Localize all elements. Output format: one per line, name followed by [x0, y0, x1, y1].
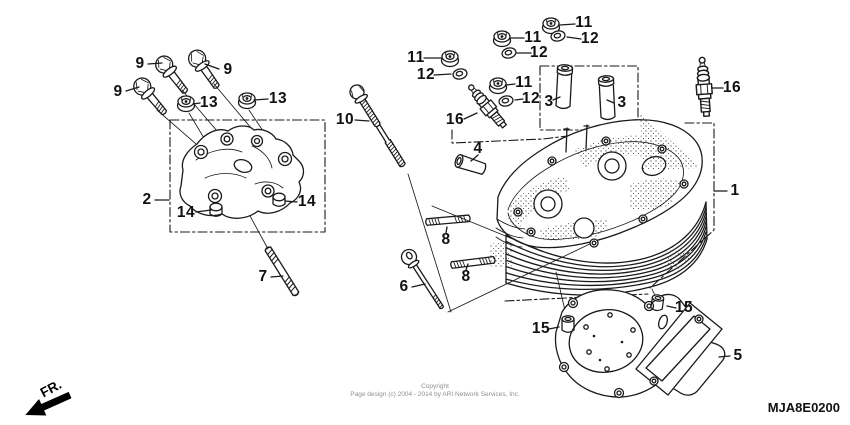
callout-3b: 3: [617, 94, 627, 111]
callout-11a: 11: [407, 49, 425, 66]
callout-9b: 9: [223, 61, 233, 78]
diagram-code: MJA8E0200: [767, 400, 840, 415]
copyright-line1: Copyright: [421, 383, 449, 390]
callout-11d: 11: [515, 74, 533, 91]
callout-4: 4: [473, 140, 483, 157]
callout-15b: 15: [674, 299, 694, 316]
callout-13b: 13: [268, 90, 288, 107]
callout-13a: 13: [199, 94, 219, 111]
callout-7: 7: [258, 268, 268, 285]
callout-2: 2: [142, 191, 152, 208]
callout-16b: 16: [722, 79, 742, 96]
stud-8-drawings: [424, 214, 496, 270]
callout-15a: 15: [531, 320, 551, 337]
callout-5: 5: [733, 347, 743, 364]
callout-ticks: [125, 23, 731, 358]
callout-8b: 8: [461, 268, 471, 285]
callout-10: 10: [335, 111, 355, 128]
callout-9c: 9: [113, 83, 123, 100]
callout-1: 1: [730, 182, 740, 199]
callout-6: 6: [399, 278, 409, 295]
valve-guide-3-drawings: [554, 63, 617, 121]
callout-8a: 8: [441, 231, 451, 248]
copyright-watermark: Copyright Page design (c) 2004 - 2014 by…: [285, 383, 585, 399]
callout-14a: 14: [176, 204, 196, 221]
head-gasket-drawing: [554, 289, 726, 399]
callout-12b: 12: [529, 44, 549, 61]
callout-11b: 11: [524, 29, 542, 46]
callout-12a: 12: [416, 66, 436, 83]
rocker-arm-assembly-drawing: [179, 125, 305, 219]
copyright-line2: Page design (c) 2004 - 2014 by ARI Netwo…: [350, 391, 520, 398]
callout-3a: 3: [544, 93, 554, 110]
collar-4-drawing: [454, 154, 487, 175]
callout-11c: 11: [575, 14, 593, 31]
callout-14b: 14: [297, 193, 317, 210]
stud-7-drawing: [263, 245, 301, 298]
stipple-shading: [489, 112, 700, 270]
stud-10-drawing: [349, 84, 406, 168]
front-direction-arrow: [25, 391, 72, 416]
spark-plug-16-drawings: [463, 56, 715, 132]
callout-12d: 12: [521, 90, 541, 107]
callout-12c: 12: [580, 30, 600, 47]
callout-9a: 9: [135, 55, 145, 72]
callout-16a: 16: [445, 111, 465, 128]
bolt-6-drawing: [400, 248, 445, 310]
